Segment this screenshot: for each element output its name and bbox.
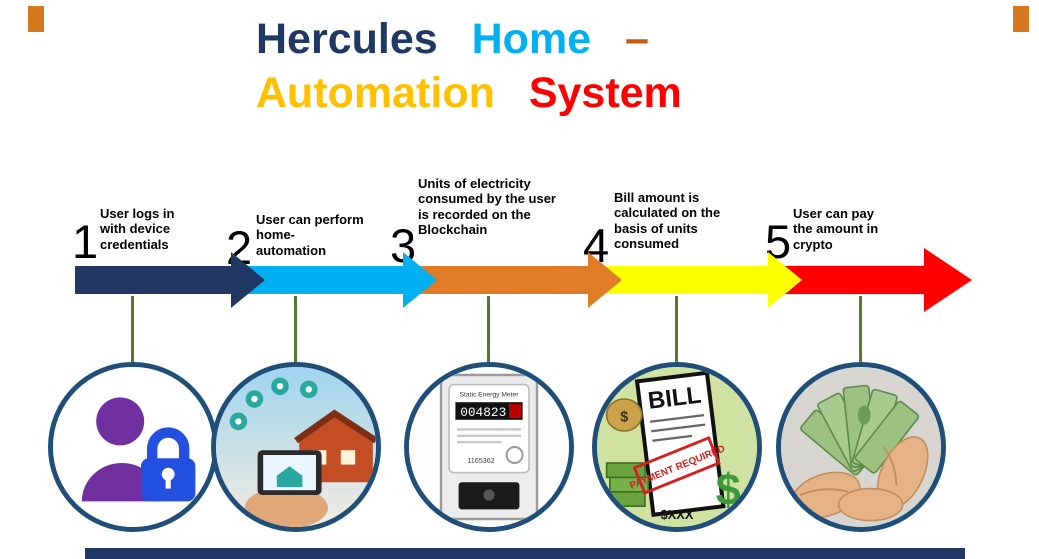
home-automation-photo [216, 367, 376, 527]
title-word-hercules: Hercules [256, 15, 438, 63]
step-image-home-automation [211, 362, 381, 532]
step-image-user-login [48, 362, 218, 532]
page-title: Hercules Home – Automation System [256, 12, 704, 120]
flow-arrow-1 [75, 252, 265, 308]
energy-meter-photo: Static Energy Meter 004823 1165362 [409, 367, 569, 527]
step-image-bill: BILL $ PAYMENT REQUIRED $ $XXX [592, 362, 762, 532]
connector-line-4 [675, 296, 678, 366]
step-image-energy-meter: Static Energy Meter 004823 1165362 [404, 362, 574, 532]
title-word-home: Home [471, 15, 592, 63]
bill-title: BILL [646, 382, 702, 415]
cash-hands-photo [781, 367, 941, 527]
title-line-1: Hercules Home – [256, 12, 704, 66]
meter-serial: 1165362 [467, 456, 494, 465]
title-dash: – [625, 15, 649, 63]
bottom-accent-bar [85, 548, 965, 559]
top-right-accent-bar [1013, 6, 1029, 32]
bill-amount: $XXX [661, 507, 694, 522]
connector-line-3 [487, 296, 490, 366]
top-left-accent-bar [28, 6, 44, 32]
step-label-1: User logs in with device credentials [100, 206, 175, 252]
meter-label: Static Energy Meter [460, 392, 520, 399]
title-word-automation: Automation [256, 69, 495, 117]
connector-line-2 [294, 296, 297, 366]
step-label-5: User can pay the amount in crypto [793, 206, 879, 252]
bill-payment-photo: BILL $ PAYMENT REQUIRED $ $XXX [597, 367, 757, 527]
title-word-system: System [528, 69, 682, 117]
connector-line-5 [859, 296, 862, 366]
step-label-3: Units of electricity consumed by the use… [418, 176, 556, 237]
step-label-4: Bill amount is calculated on the basis o… [614, 190, 721, 251]
step-label-2: User can perform home-automation [256, 212, 364, 258]
user-lock-icon [53, 367, 213, 527]
meter-display: 004823 [460, 405, 506, 420]
bill-dollar-sign: $ [716, 465, 741, 515]
connector-line-1 [131, 296, 134, 366]
title-line-2: Automation System [256, 66, 704, 120]
step-number-1: 1 [72, 215, 99, 268]
step-image-cash-hands [776, 362, 946, 532]
svg-text:$: $ [620, 409, 628, 425]
